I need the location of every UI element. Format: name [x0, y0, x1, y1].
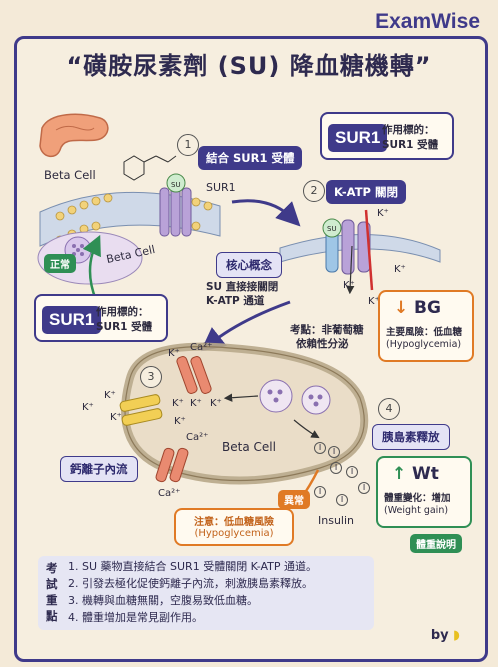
flow-arrow-1	[231, 199, 301, 227]
weight-card: ↑ Wt 體重變化：增加 (Weight gain)	[376, 456, 472, 528]
brand-logo: ExamWise	[375, 10, 480, 33]
calcium-influx-label: 鈣離子內流	[60, 456, 138, 482]
core-concept-line2: K-ATP 通道	[206, 295, 265, 307]
ca-ion: Ca²⁺	[186, 432, 209, 443]
katp-channel	[279, 209, 441, 295]
ca-ion: Ca²⁺	[158, 488, 181, 499]
k-ion: K⁺	[394, 264, 406, 275]
pancreas-icon	[39, 113, 109, 158]
k-ion: K⁺	[174, 416, 186, 427]
su-badge-top: SU	[171, 181, 181, 189]
insulin-marker: I	[358, 482, 370, 494]
k-ion: K⁺	[343, 280, 355, 291]
warning-line1: 注意：低血糖風險	[194, 517, 274, 528]
flow-arrow-2	[200, 300, 291, 352]
summary-item: 3. 機轉與血糖無關，空腹易致低血糖。	[68, 594, 258, 607]
by-text: by	[430, 628, 449, 643]
summary-keyword-char: 考	[46, 561, 58, 575]
su-badge-channel: SU	[327, 225, 337, 233]
k-ion: K⁺	[172, 398, 184, 409]
su-molecule-icon	[123, 155, 177, 181]
k-ion: K⁺	[110, 412, 122, 423]
summary-item: 1. SU 藥物直接結合 SUR1 受體關閉 K-ATP 通道。	[68, 560, 317, 573]
exam-point-line1: 考點：非葡萄糖	[290, 324, 364, 336]
k-ion: K⁺	[190, 398, 202, 409]
wt-title: Wt	[412, 464, 439, 484]
step-4-number: 4	[378, 398, 400, 420]
insulin-marker: I	[336, 494, 348, 506]
sur1-target-text: 作用標的： SUR1 受體	[96, 305, 152, 335]
exam-summary: 考 試 重 點 1. SU 藥物直接結合 SUR1 受體關閉 K-ATP 通道。…	[38, 556, 374, 630]
insulin-marker: I	[330, 462, 342, 474]
hypoglycemia-warning: 注意：低血糖風險 (Hypoglycemia)	[174, 508, 294, 546]
summary-keyword-char: 點	[46, 609, 58, 623]
sur1-target-card-left: SUR1 作用標的： SUR1 受體	[34, 294, 168, 342]
k-ion: K⁺	[368, 296, 380, 307]
summary-item: 2. 引發去極化促使鈣離子內流，刺激胰島素釋放。	[68, 577, 313, 590]
beta-cell-label-top: Beta Cell	[44, 168, 96, 182]
sur1-badge: SUR1	[42, 306, 102, 334]
k-ion: K⁺	[104, 390, 116, 401]
ca-ion: Ca²⁺	[190, 342, 213, 353]
bg-title: BG	[414, 298, 441, 318]
page-title: “磺胺尿素劑 (SU) 降血糖機轉”	[66, 52, 432, 80]
core-concept-label: 核心概念	[216, 252, 282, 278]
sur1-target-line2: SUR1 受體	[96, 321, 153, 333]
insulin-label: Insulin	[318, 514, 355, 527]
sur1-label-top: SUR1	[206, 181, 236, 194]
beta-cell-main	[119, 342, 369, 485]
insulin-marker: I	[328, 446, 340, 458]
normal-tag: 正常	[44, 254, 76, 273]
sur1-target-text: 作用標的： SUR1 受體	[382, 123, 438, 153]
summary-item: 4. 體重增加是常見副作用。	[68, 611, 203, 624]
sur1-target-line1: 作用標的：	[96, 306, 149, 318]
abnormal-tag: 異常	[278, 490, 310, 509]
sur1-target-line2: SUR1 受體	[382, 139, 439, 151]
core-concept-line1: SU 直接接關閉	[206, 281, 279, 293]
bg-risk-text: 主要風險：低血糖	[386, 327, 463, 338]
insulin-marker: I	[314, 442, 326, 454]
bg-risk-card: ↓ BG 主要風險：低血糖 (Hypoglycemia)	[378, 290, 474, 362]
sur1-badge: SUR1	[328, 124, 388, 152]
exam-point-line2: 依賴性分泌	[296, 338, 349, 350]
sur1-target-line1: 作用標的：	[382, 124, 435, 136]
step-2-number: 2	[303, 180, 325, 202]
author-credit: by ◗	[431, 628, 460, 643]
arrow-down-icon: ↓	[394, 298, 409, 318]
step-3-number: 3	[140, 366, 162, 388]
beta-cell-label-main: Beta Cell	[222, 440, 276, 454]
arrow-up-icon: ↑	[392, 464, 407, 484]
insulin-marker: I	[346, 466, 358, 478]
k-ion: K⁺	[210, 398, 222, 409]
wt-change-subtext: (Weight gain)	[384, 505, 449, 516]
step-1-label: 結合 SUR1 受體	[198, 146, 303, 170]
step-1-number: 1	[177, 134, 199, 156]
insulin-marker: I	[314, 486, 326, 498]
k-ion: K⁺	[82, 402, 94, 413]
step-4-label: 胰島素釋放	[372, 424, 450, 450]
banana-icon: ◗	[453, 628, 460, 643]
k-ion: K⁺	[377, 208, 389, 219]
summary-list: 1. SU 藥物直接結合 SUR1 受體關閉 K-ATP 通道。 2. 引發去極…	[68, 558, 317, 626]
summary-keyword-char: 試	[46, 577, 58, 591]
wt-change-text: 體重變化：增加	[384, 493, 451, 504]
summary-keyword-char: 重	[46, 593, 58, 607]
bg-risk-subtext: (Hypoglycemia)	[386, 339, 462, 350]
weight-explain-tag: 體重說明	[410, 534, 462, 553]
summary-keyword: 考 試 重 點	[46, 560, 62, 624]
k-ion: K⁺	[168, 348, 180, 359]
sur1-target-card-top: SUR1 作用標的： SUR1 受體	[320, 112, 454, 160]
step-2-label: K-ATP 關閉	[326, 180, 406, 204]
warning-line2: (Hypoglycemia)	[194, 528, 274, 539]
